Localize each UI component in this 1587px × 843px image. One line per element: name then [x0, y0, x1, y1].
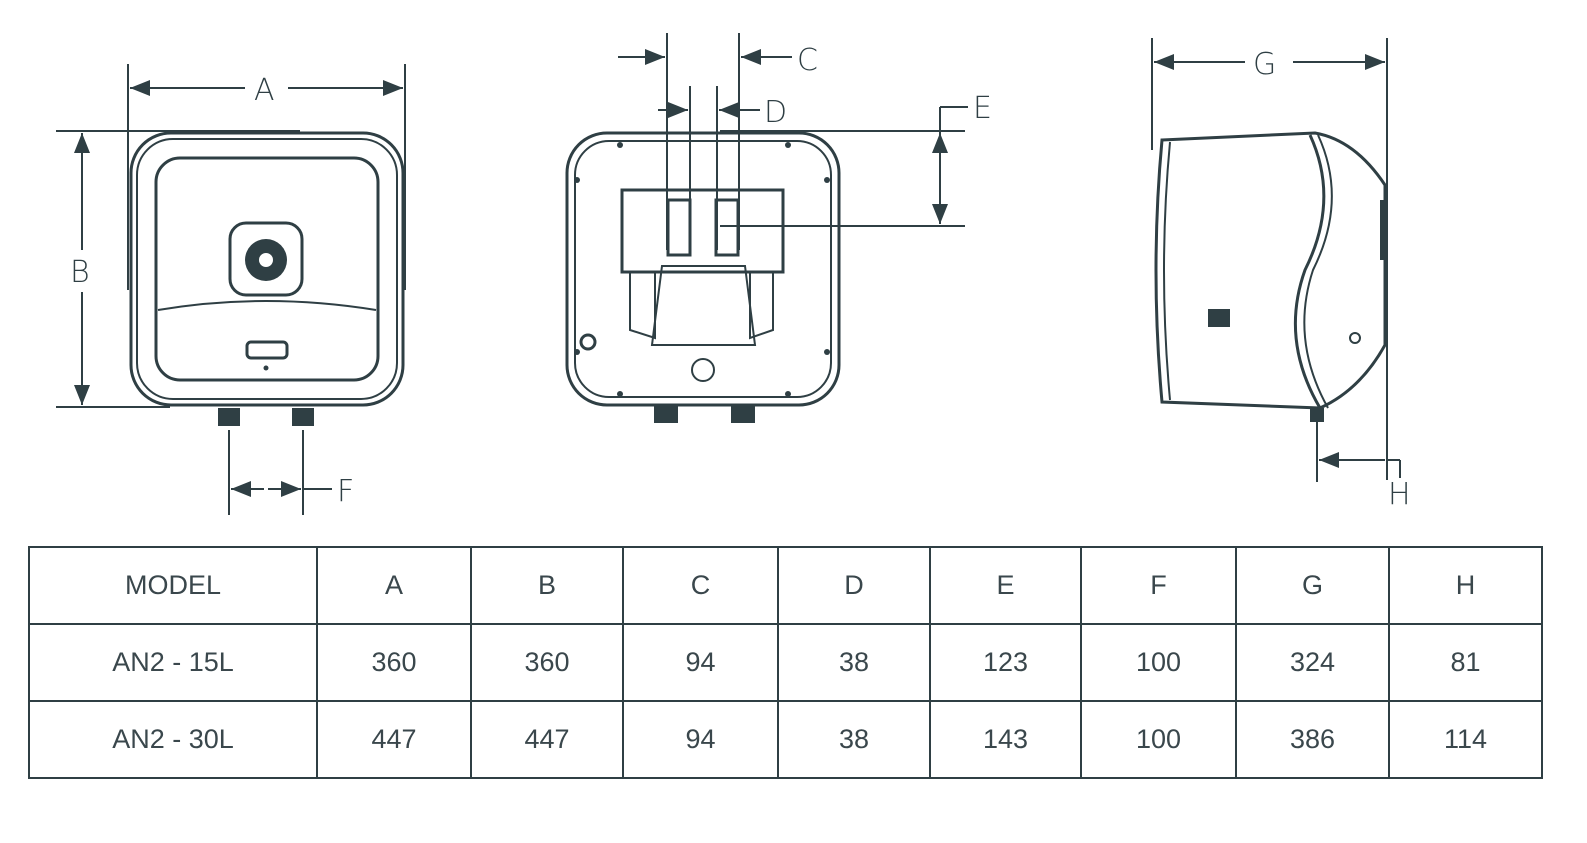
label-f: F: [337, 474, 354, 509]
side-view: G H: [1151, 38, 1411, 512]
label-d: D: [764, 95, 787, 130]
table-cell: 143: [929, 700, 1082, 779]
header-cell: H: [1388, 546, 1543, 625]
table-cell: 38: [777, 623, 931, 702]
label-a: A: [254, 73, 275, 108]
table-cell: 94: [622, 623, 779, 702]
table-cell: 324: [1235, 623, 1390, 702]
table-cell: 123: [929, 623, 1082, 702]
table-row: AN2 - 30L 447 447 94 38 143 100 386 114: [28, 700, 1543, 779]
label-h: H: [1388, 477, 1411, 512]
label-e: E: [973, 91, 992, 126]
back-view: C D E: [565, 33, 992, 423]
front-view: A B F: [56, 64, 406, 515]
table-cell: 360: [316, 623, 472, 702]
header-cell: B: [470, 546, 624, 625]
table-cell: 447: [470, 700, 624, 779]
dimensions-table: MODEL A B C D E F G H AN2 - 15L 360 360 …: [28, 546, 1543, 779]
table-cell: 447: [316, 700, 472, 779]
table-cell: 100: [1080, 700, 1237, 779]
label-c: C: [797, 43, 818, 78]
header-cell: F: [1080, 546, 1237, 625]
table-cell: 94: [622, 700, 779, 779]
dimension-drawing: A B F C: [56, 33, 1411, 515]
table-cell: 81: [1388, 623, 1543, 702]
table-cell: 360: [470, 623, 624, 702]
table-cell: 386: [1235, 700, 1390, 779]
table-header-row: MODEL A B C D E F G H: [28, 546, 1543, 625]
header-cell: E: [929, 546, 1082, 625]
model-cell: AN2 - 15L: [28, 623, 318, 702]
header-cell: G: [1235, 546, 1390, 625]
label-g: G: [1253, 47, 1276, 82]
header-cell: D: [777, 546, 931, 625]
table-row: AN2 - 15L 360 360 94 38 123 100 324 81: [28, 623, 1543, 702]
header-cell: C: [622, 546, 779, 625]
table-cell: 114: [1388, 700, 1543, 779]
table-cell: 100: [1080, 623, 1237, 702]
header-cell: MODEL: [28, 546, 318, 625]
header-cell: A: [316, 546, 472, 625]
table-cell: 38: [777, 700, 931, 779]
label-b: B: [70, 255, 90, 290]
model-cell: AN2 - 30L: [28, 700, 318, 779]
